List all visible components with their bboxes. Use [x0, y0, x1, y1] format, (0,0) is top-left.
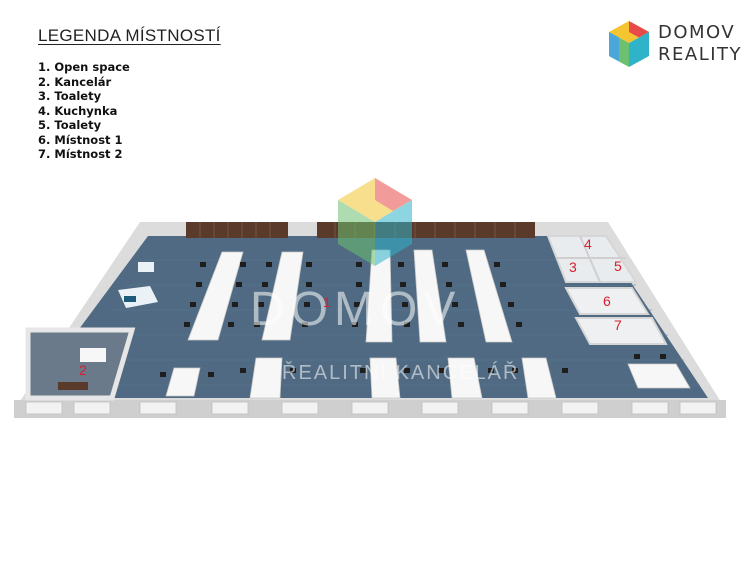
logo-line-2: REALITY [658, 44, 743, 65]
legend-item: 6. Místnost 1 [38, 132, 123, 147]
legend-list: 1. Open space 2. Kancelár 3. Toalety 4. … [38, 60, 221, 162]
desk-cluster-front [165, 357, 691, 399]
watermark-cube-icon [338, 178, 412, 266]
lounge-furniture [118, 262, 158, 308]
meeting-room-6 [564, 287, 650, 315]
watermark-subtitle: ŘEALITNÍ KANCELÁŘ [282, 362, 520, 384]
room-number-3: 3 [569, 259, 577, 275]
logo-line-1: DOMOV [658, 22, 736, 43]
legend-item: 5. Toalety [38, 118, 102, 132]
room-number-1: 1 [323, 294, 331, 310]
room-number-2: 2 [79, 362, 87, 378]
legend-item: 4. Kuchynka [38, 103, 118, 118]
domov-reality-logo: DOMOV REALITY [606, 19, 741, 69]
legend-item: 3. Toalety [38, 89, 102, 103]
legend-title: LEGENDA MÍSTNOSTÍ [38, 26, 221, 45]
front-windows [25, 401, 717, 415]
legend-item: 1. Open space [38, 60, 130, 74]
lounge-sofa [124, 296, 136, 302]
chairs [160, 262, 666, 377]
room-number-7: 7 [614, 317, 622, 333]
legend-item: 2. Kancelár [38, 74, 112, 89]
room-number-5: 5 [614, 258, 622, 274]
meeting-room-7 [574, 317, 668, 345]
watermark-title: DOMOV [250, 283, 462, 336]
legend-item: 7. Místnost 2 [38, 147, 123, 161]
desk-cluster-rear [187, 249, 513, 343]
office-room-2 [25, 327, 136, 401]
office-desk [80, 348, 106, 362]
cube-logo-icon [609, 21, 649, 67]
room-number-6: 6 [603, 293, 611, 309]
room-number-4: 4 [584, 236, 592, 252]
room-legend: LEGENDA MÍSTNOSTÍ 1. Open space 2. Kance… [38, 26, 221, 162]
office-cabinet [58, 382, 88, 390]
bookshelf [186, 222, 288, 238]
